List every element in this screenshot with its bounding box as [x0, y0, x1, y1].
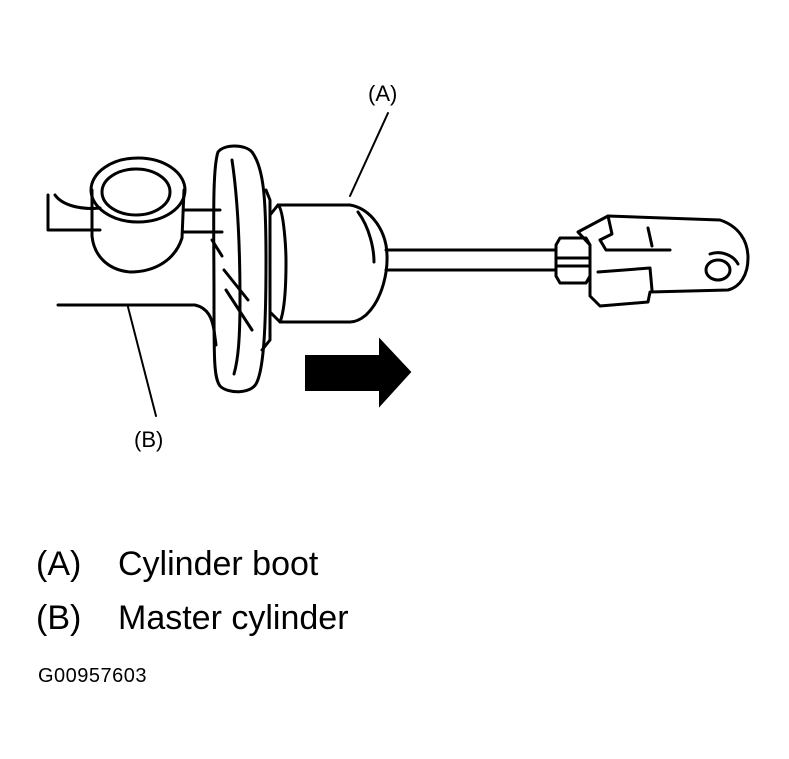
callout-a-label: (A) — [368, 81, 397, 106]
legend-label: Master cylinder — [118, 599, 349, 637]
legend-item-master-cylinder: (B) Master cylinder — [36, 598, 349, 638]
legend-label: Cylinder boot — [118, 545, 319, 583]
cylinder-boot — [268, 203, 389, 324]
push-rod — [384, 248, 558, 272]
clevis — [576, 214, 750, 308]
legend-item-cylinder-boot: (A) Cylinder boot — [36, 544, 318, 584]
lock-nut — [554, 236, 592, 285]
master-cylinder-diagram: (A) (B) — [46, 81, 750, 452]
legend-key: (B) — [36, 599, 82, 637]
leader-line-b — [127, 306, 157, 417]
leader-line-a — [349, 112, 389, 197]
legend-key: (A) — [36, 545, 82, 583]
master-cylinder-body — [46, 156, 224, 347]
mounting-flange — [210, 144, 272, 394]
figure-code: G00957603 — [38, 665, 148, 687]
direction-arrow — [305, 337, 412, 408]
callout-b-label: (B) — [134, 427, 163, 452]
